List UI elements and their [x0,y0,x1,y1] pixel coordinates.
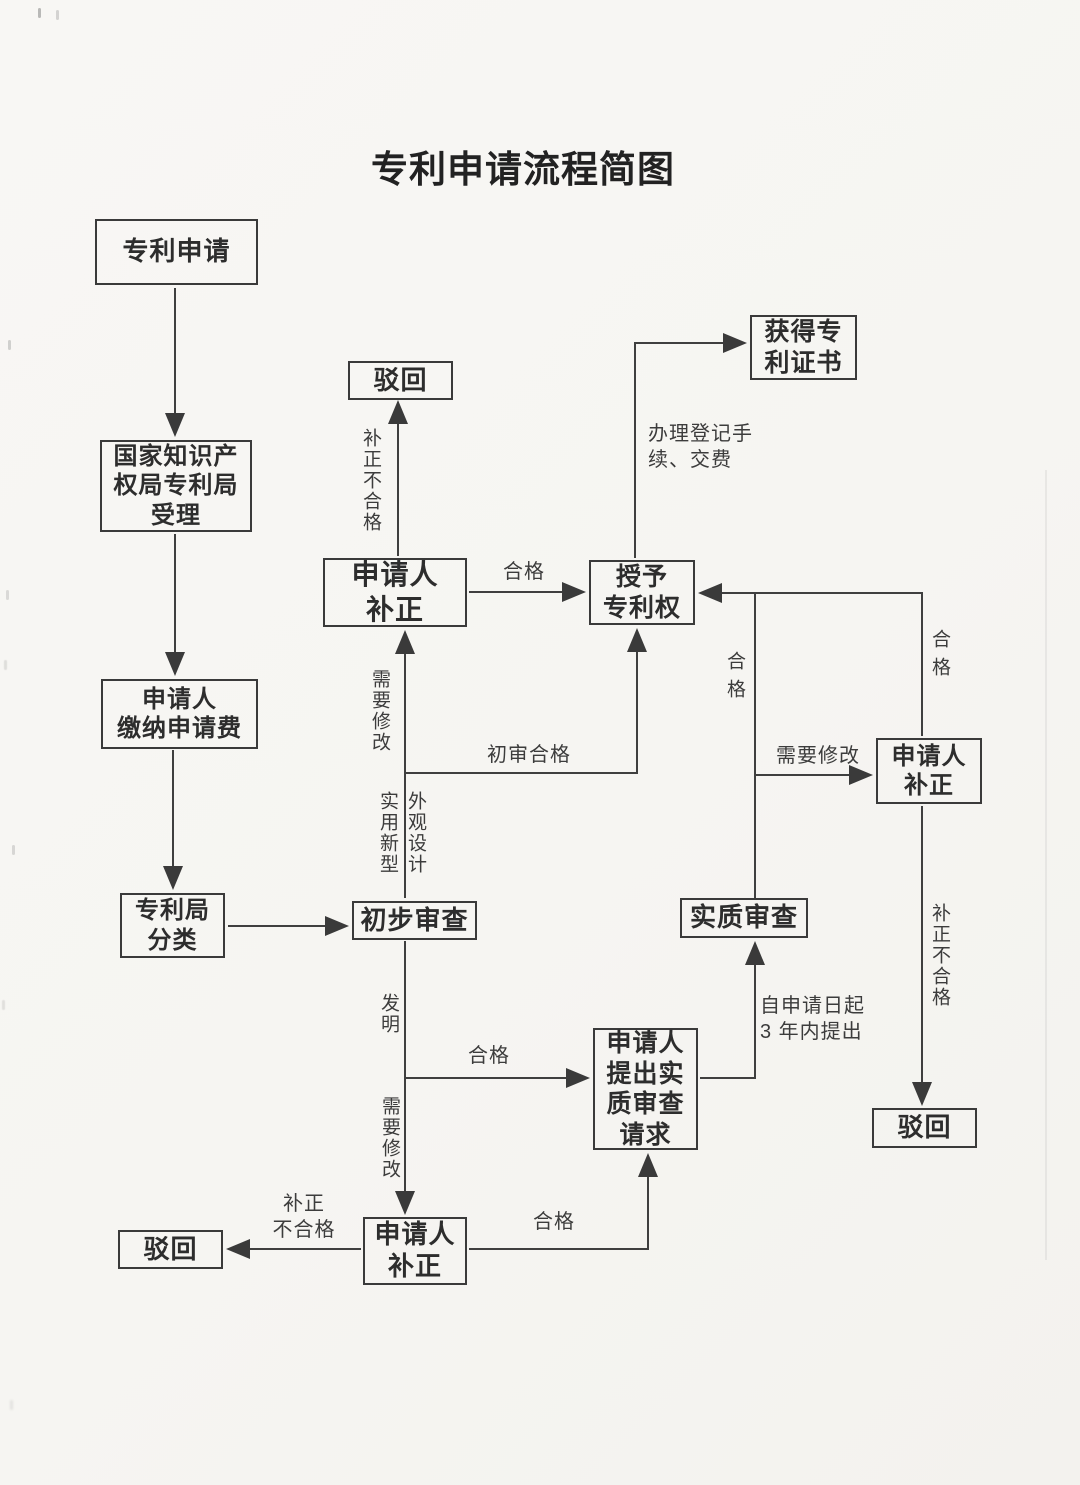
page-title: 专利申请流程简图 [371,149,675,190]
label-prelim-qualified: 初审合格 [487,744,571,766]
label-need-modify-upper: 需要修改 [369,669,390,753]
label-qualified-right: 合格 [929,629,950,685]
node-ipo-acceptance: 国家知识产 权局专利局 受理 [100,440,252,532]
node-rejected-right: 驳回 [872,1108,977,1148]
label-within-three-years: 自申请日起 3 年内提出 [760,995,865,1043]
label-utility-model: 实用新型 [377,791,398,875]
label-qualified-invention: 合格 [468,1045,510,1067]
label-need-modify-lower: 需要修改 [379,1096,400,1180]
node-grant-patent-right: 授予 专利权 [589,560,695,625]
node-obtain-patent-certificate: 获得专 利证书 [750,315,857,380]
label-invention: 发明 [378,993,399,1035]
node-applicant-correction-mid: 申请人 补正 [323,558,467,627]
label-design: 外观设计 [405,791,426,875]
scan-edge-shadow [1045,470,1047,1260]
node-rejected-top: 驳回 [348,361,453,400]
label-qualified-substantive: 合格 [724,651,745,707]
node-request-substantive-examination: 申请人 提出实 质审查 请求 [593,1028,698,1150]
label-correction-fail-top: 补正不合格 [360,428,381,533]
node-applicant-correction-bottom: 申请人 补正 [363,1217,467,1285]
label-correction-fail-right: 补正不合格 [929,903,950,1008]
node-rejected-bottom-left: 驳回 [118,1230,223,1269]
node-patent-application: 专利申请 [95,219,258,285]
node-applicant-correction-right: 申请人 补正 [876,738,982,804]
label-register-procedure: 办理登记手 续、交费 [648,423,753,471]
label-qualified-to-grant: 合格 [503,561,545,583]
label-correction-fail-bottom: 补正 不合格 [272,1193,336,1241]
node-preliminary-examination: 初步审查 [352,901,477,940]
node-pay-application-fee: 申请人 缴纳申请费 [101,679,258,749]
node-patent-office-classification: 专利局 分类 [120,893,225,958]
node-substantive-examination: 实质审查 [680,898,808,938]
label-need-modify-right: 需要修改 [776,745,860,767]
label-qualified-bottom: 合格 [533,1211,575,1233]
scan-noise-specks [8,340,11,350]
